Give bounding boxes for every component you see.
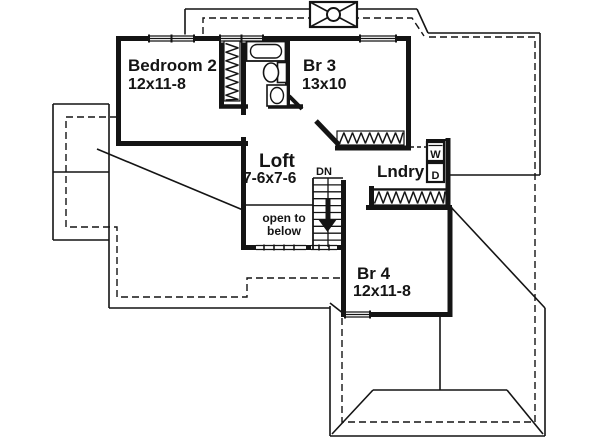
loft-railing bbox=[256, 244, 337, 251]
window bbox=[344, 310, 371, 319]
loft-name: Loft bbox=[259, 151, 296, 172]
open-to-below-label-1: open to bbox=[262, 211, 305, 225]
br4-name: Br 4 bbox=[357, 264, 391, 283]
lndry-name: Lndry bbox=[377, 162, 425, 181]
br3-name: Br 3 bbox=[303, 56, 336, 75]
sink-vanity bbox=[266, 84, 289, 107]
dryer-box bbox=[425, 161, 446, 184]
roof-outline bbox=[52, 8, 546, 437]
open-to-below-label-2: below bbox=[267, 224, 302, 238]
toilet bbox=[262, 61, 288, 84]
washer-box bbox=[425, 140, 446, 163]
bedroom2-name: Bedroom 2 bbox=[128, 56, 217, 75]
closet-hatch-br4 bbox=[371, 189, 447, 206]
bathroom-fixtures bbox=[245, 40, 289, 107]
laundry-appliances: W D bbox=[425, 140, 446, 184]
br3-dims: 13x10 bbox=[302, 76, 347, 93]
window bbox=[359, 34, 397, 43]
bedroom2-dims: 12x11-8 bbox=[128, 76, 186, 93]
bathtub bbox=[245, 40, 287, 62]
interior-lines bbox=[246, 139, 448, 206]
chimney bbox=[308, 0, 359, 29]
stairs-down-arrow bbox=[318, 198, 337, 232]
dryer-label: D bbox=[432, 170, 440, 182]
closet-hatch-bedroom2 bbox=[223, 40, 241, 102]
stairs-down-label: DN bbox=[316, 166, 332, 178]
washer-label: W bbox=[430, 149, 441, 161]
room-labels: Bedroom 2 12x11-8 Br 3 13x10 Loft 7-6x7-… bbox=[128, 56, 425, 300]
closet-hatch-br3 bbox=[336, 130, 405, 146]
loft-dims: 7-6x7-6 bbox=[243, 170, 297, 187]
roof-eaves-dashed bbox=[65, 17, 536, 423]
window bbox=[148, 34, 195, 43]
br4-dims: 12x11-8 bbox=[353, 283, 411, 300]
